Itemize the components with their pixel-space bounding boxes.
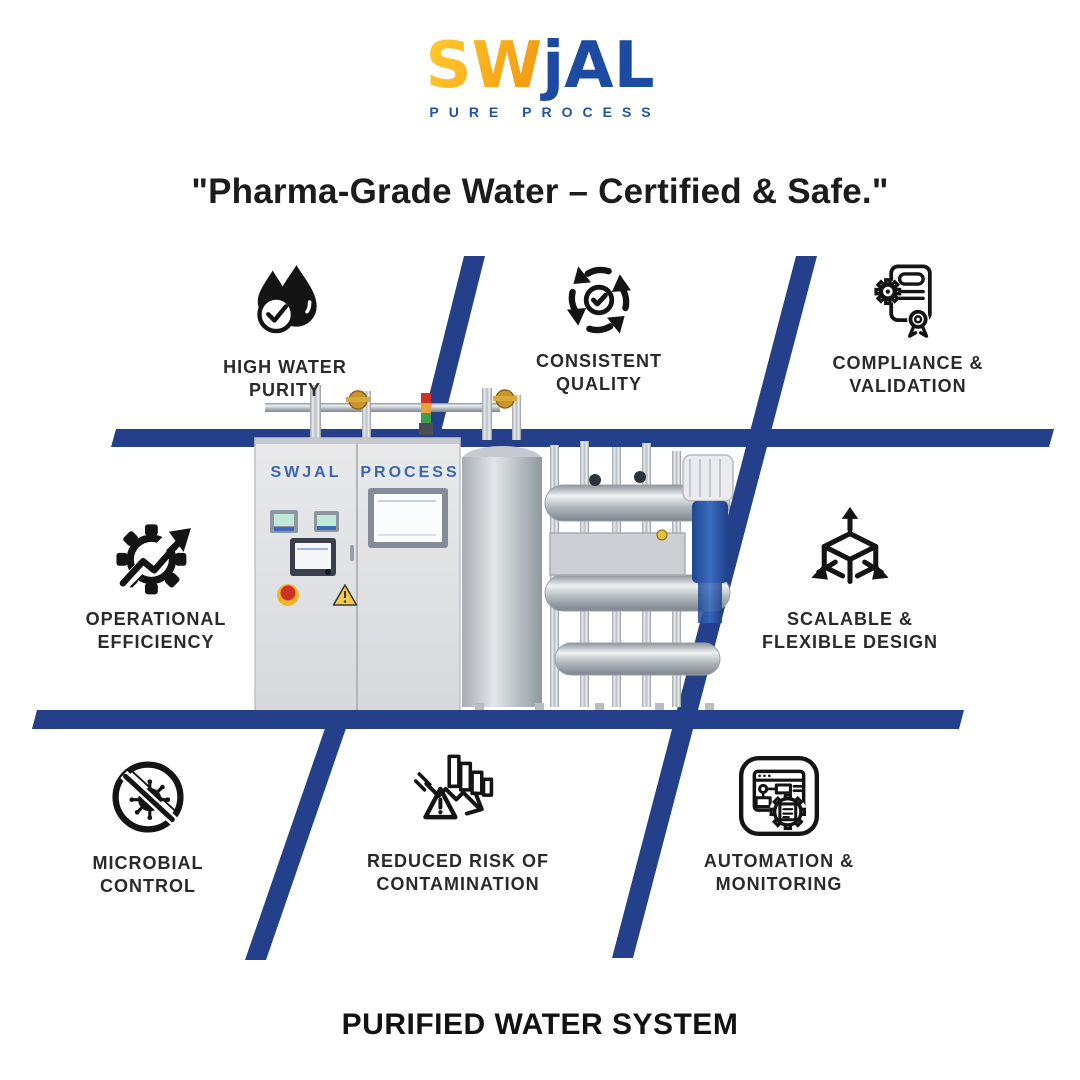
machine-top-piping: [265, 385, 521, 440]
feature-label: MICROBIAL CONTROL: [92, 853, 204, 897]
cabinet-label-right: PROCESS: [360, 464, 459, 481]
feature-label: CONSISTENT QUALITY: [535, 351, 662, 395]
page-title: "Pharma-Grade Water – Certified & Safe.": [191, 172, 889, 211]
scalable-icon: [811, 506, 889, 584]
feature-label: AUTOMATION & MONITORING: [703, 851, 855, 895]
water-purity-icon: [257, 265, 317, 334]
feature-label: COMPLIANCE & VALIDATION: [832, 353, 984, 397]
feature-operational-efficiency: OPERATIONAL EFFICIENCY: [36, 506, 276, 655]
feature-consistent-quality: CONSISTENT QUALITY: [489, 260, 709, 397]
diagonal-line-bottom-left: [245, 711, 352, 960]
feature-microbial-control: MICROBIAL CONTROL: [28, 752, 268, 899]
machine-piping-section: [462, 441, 734, 717]
contamination-icon: [414, 754, 494, 820]
feature-compliance-validation: COMPLIANCE & VALIDATION: [788, 258, 1028, 399]
consistent-quality-icon: [567, 266, 631, 334]
microbial-icon: [112, 761, 184, 833]
brand-logo: SWjAL PURE PROCESS: [0, 34, 1080, 120]
feature-scalable-flexible-design: SCALABLE & FLEXIBLE DESIGN: [720, 506, 980, 655]
feature-automation-monitoring: AUTOMATION & MONITORING: [654, 752, 904, 897]
logo-wordmark: SWjAL: [0, 34, 1080, 98]
feature-label: OPERATIONAL EFFICIENCY: [85, 609, 227, 653]
feature-high-water-purity: HIGH WATER PURITY: [175, 258, 395, 403]
feature-reduced-risk-of-contamination: REDUCED RISK OF CONTAMINATION: [328, 752, 588, 897]
efficiency-icon: [111, 514, 194, 597]
feature-label: REDUCED RISK OF CONTAMINATION: [366, 851, 549, 895]
automation-icon: [738, 755, 820, 837]
cabinet-label-left: SWJAL: [271, 464, 342, 481]
logo-jal-text: jAL: [542, 29, 655, 103]
purified-water-machine-photo: SWJAL PROCESS: [254, 385, 734, 717]
machine-control-cabinet: SWJAL PROCESS: [254, 437, 461, 716]
gear-document-glyph: [769, 793, 807, 831]
feature-label: HIGH WATER PURITY: [223, 357, 347, 401]
compliance-icon: [874, 264, 932, 338]
award-ribbon-glyph: [907, 308, 929, 338]
feature-label: SCALABLE & FLEXIBLE DESIGN: [761, 609, 938, 653]
gear-glyph: [874, 278, 902, 306]
bottom-horizontal-band: [32, 710, 964, 729]
logo-tagline: PURE PROCESS: [429, 104, 661, 120]
signal-tower-light: [419, 393, 433, 435]
footer-title: PURIFIED WATER SYSTEM: [341, 1008, 739, 1041]
logo-sw-text: SW: [425, 29, 543, 103]
